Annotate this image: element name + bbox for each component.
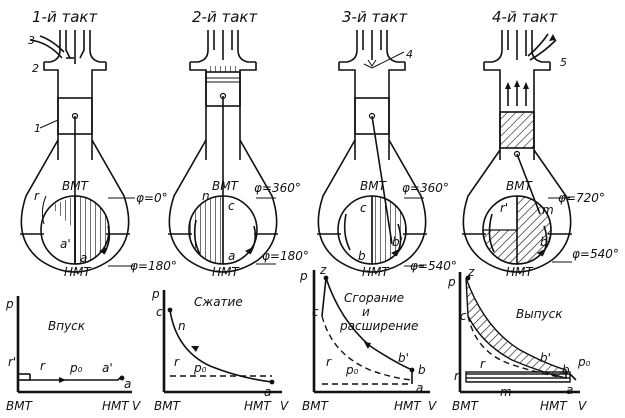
pv-diagram-2 <box>162 290 282 394</box>
axis-right-3: НМТ <box>394 399 422 413</box>
engine-4 <box>462 30 572 273</box>
process-label-3-c: расширение <box>339 319 418 333</box>
callout-4: 4 <box>406 48 413 61</box>
pv4-point-r: r <box>480 357 486 371</box>
pv3-point-a: a <box>416 381 423 395</box>
pv4-point-r-prime: r' <box>454 369 462 383</box>
pv4-point-b: b <box>562 363 570 377</box>
point-a-prime-1: a' <box>60 237 71 251</box>
axis-p-3: p <box>299 269 308 283</box>
pv4-p0: p₀ <box>577 355 591 369</box>
axis-left-1: ВМТ <box>6 399 34 413</box>
axis-left-3: ВМТ <box>302 399 330 413</box>
axis-v-3: V <box>428 399 437 413</box>
axis-p-4: p <box>447 275 456 289</box>
engine-1 <box>20 30 130 273</box>
callout-3: 3 <box>28 34 35 47</box>
axis-v-1: V <box>132 399 141 413</box>
tdc-label-1: ВМТ <box>62 179 90 193</box>
process-label-4: Выпуск <box>516 307 563 321</box>
pv1-point-a-prime: a' <box>102 361 113 375</box>
axis-right-1: НМТ <box>102 399 130 413</box>
angle-top-2: φ=360° <box>254 181 301 195</box>
axis-v-2: V <box>280 399 289 413</box>
pv1-point-a: a <box>124 377 131 391</box>
axis-left-2: ВМТ <box>154 399 182 413</box>
pv-diagram-4 <box>458 272 580 394</box>
process-label-1: Впуск <box>48 319 86 333</box>
point-c-3: c <box>360 201 367 215</box>
tdc-label-3: ВМТ <box>360 179 388 193</box>
bdc-label-4: НМТ <box>506 265 534 279</box>
angle-bottom-1: φ=180° <box>130 259 177 273</box>
pv1-p0: p₀ <box>69 361 83 375</box>
pv2-point-a: a <box>264 385 271 399</box>
callout-2: 2 <box>32 62 39 75</box>
stroke-4-title: 4-й такт <box>492 8 558 26</box>
process-label-3-a: Сгорание <box>344 291 404 305</box>
stroke-3-title: 3-й такт <box>342 8 408 26</box>
axis-p-1: p <box>5 297 14 311</box>
pv3-p0: p₀ <box>345 363 359 377</box>
angle-bottom-3: φ=540° <box>410 259 457 273</box>
angle-top-1: φ=0° <box>136 191 168 205</box>
pv-diagram-3 <box>312 270 430 394</box>
pv-diagram-1 <box>16 296 132 394</box>
stroke-2-title: 2-й такт <box>192 8 258 26</box>
angle-top-4: φ=720° <box>558 191 605 205</box>
bdc-label-2: НМТ <box>212 265 240 279</box>
engine-2 <box>168 30 278 273</box>
callout-5: 5 <box>560 56 567 69</box>
pv2-p0: p₀ <box>193 361 207 375</box>
angle-top-3: φ=360° <box>402 181 449 195</box>
pv2-point-r: r <box>174 355 180 369</box>
angle-bottom-4: φ=540° <box>572 247 619 261</box>
angle-bottom-2: φ=180° <box>262 249 309 263</box>
pv3-point-z: z <box>319 263 327 277</box>
axis-p-2: p <box>151 287 160 301</box>
point-r-1: r <box>34 189 40 203</box>
axis-right-4: НМТ <box>540 399 568 413</box>
process-label-2: Сжатие <box>194 295 243 309</box>
pv3-point-b-prime: b' <box>398 351 409 365</box>
pv3-point-b: b <box>418 363 426 377</box>
pv1-point-r-prime: r' <box>8 355 16 369</box>
pv4-point-z: z <box>467 265 475 279</box>
pv1-point-r: r <box>40 359 46 373</box>
point-b-prime-3: b' <box>392 235 403 249</box>
pv3-point-c: c <box>312 305 319 319</box>
callout-1: 1 <box>34 122 41 135</box>
point-a-2: a <box>228 249 235 263</box>
pv2-point-c: c <box>156 305 163 319</box>
point-a-1: a <box>80 251 87 265</box>
axis-v-4: V <box>578 399 587 413</box>
stroke-1-title: 1-й такт <box>32 8 98 26</box>
point-b-3: b <box>358 249 366 263</box>
point-b-prime-4: b' <box>540 235 551 249</box>
axis-left-4: ВМТ <box>452 399 480 413</box>
point-c-2: c <box>228 199 235 213</box>
pv4-point-a: a <box>566 383 573 397</box>
point-m-4: m <box>542 203 554 217</box>
tdc-label-4: ВМТ <box>506 179 534 193</box>
pv2-point-n: n <box>178 319 186 333</box>
bdc-label-1: НМТ <box>64 265 92 279</box>
point-r-prime-4: r' <box>500 201 508 215</box>
axis-right-2: НМТ <box>244 399 272 413</box>
pv4-point-m: m <box>500 385 512 399</box>
engine-3 <box>317 30 427 273</box>
pv4-point-b-prime: b' <box>540 351 551 365</box>
point-n-2: n <box>202 189 210 203</box>
bdc-label-3: НМТ <box>362 265 390 279</box>
pv4-point-c: c <box>460 309 467 323</box>
pv3-point-r: r <box>326 355 332 369</box>
tdc-label-2: ВМТ <box>212 179 240 193</box>
process-label-3-b: и <box>362 305 370 319</box>
